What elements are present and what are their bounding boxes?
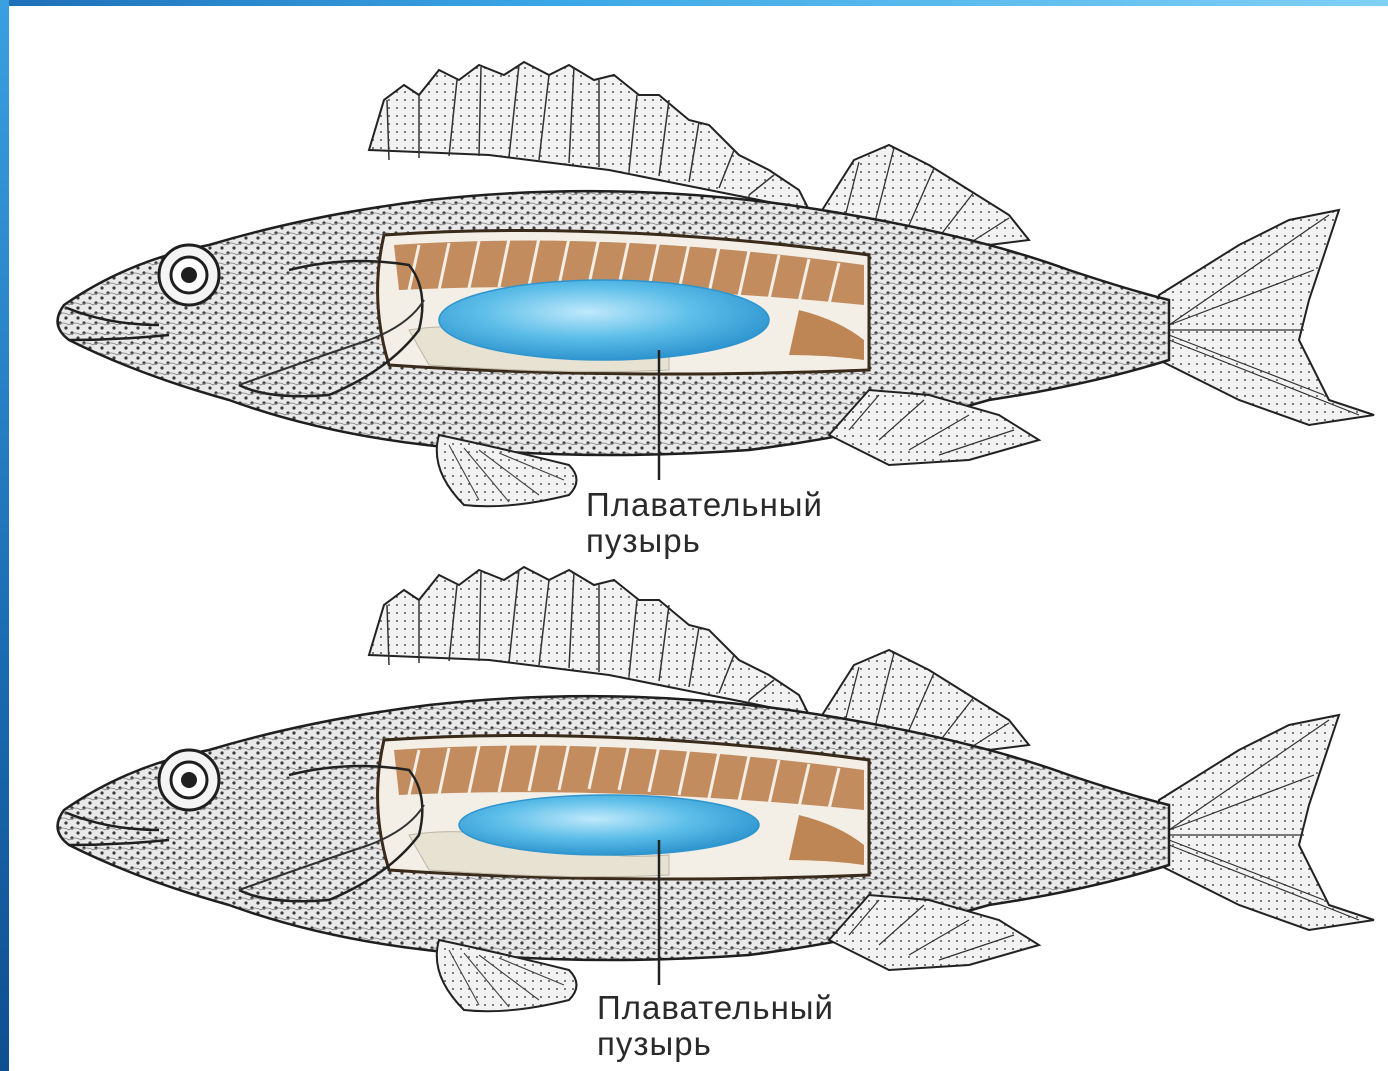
perch-illustration-top — [9, 40, 1388, 560]
anal-fin — [829, 895, 1039, 970]
perch-illustration-bottom — [9, 545, 1388, 1065]
swim-bladder-label-bottom-line1: Плавательный — [597, 990, 834, 1026]
slide-frame-top-accent — [0, 0, 1388, 6]
dorsal-spiny-fin — [369, 62, 809, 210]
caudal-fin — [1159, 210, 1374, 425]
caudal-fin — [1159, 715, 1374, 930]
swim-bladder — [459, 795, 759, 855]
dorsal-spiny-fin — [369, 567, 809, 715]
anal-fin — [829, 390, 1039, 465]
swim-bladder-label-top-line1: Плавательный — [586, 487, 823, 523]
swim-bladder-label-bottom-line2: пузырь — [597, 1026, 712, 1062]
fish-diagram-top: Плавательный пузырь — [9, 40, 1388, 560]
slide-frame-left-accent — [0, 0, 9, 1071]
swim-bladder — [439, 280, 769, 360]
fish-diagram-bottom: Плавательный пузырь — [9, 545, 1388, 1065]
